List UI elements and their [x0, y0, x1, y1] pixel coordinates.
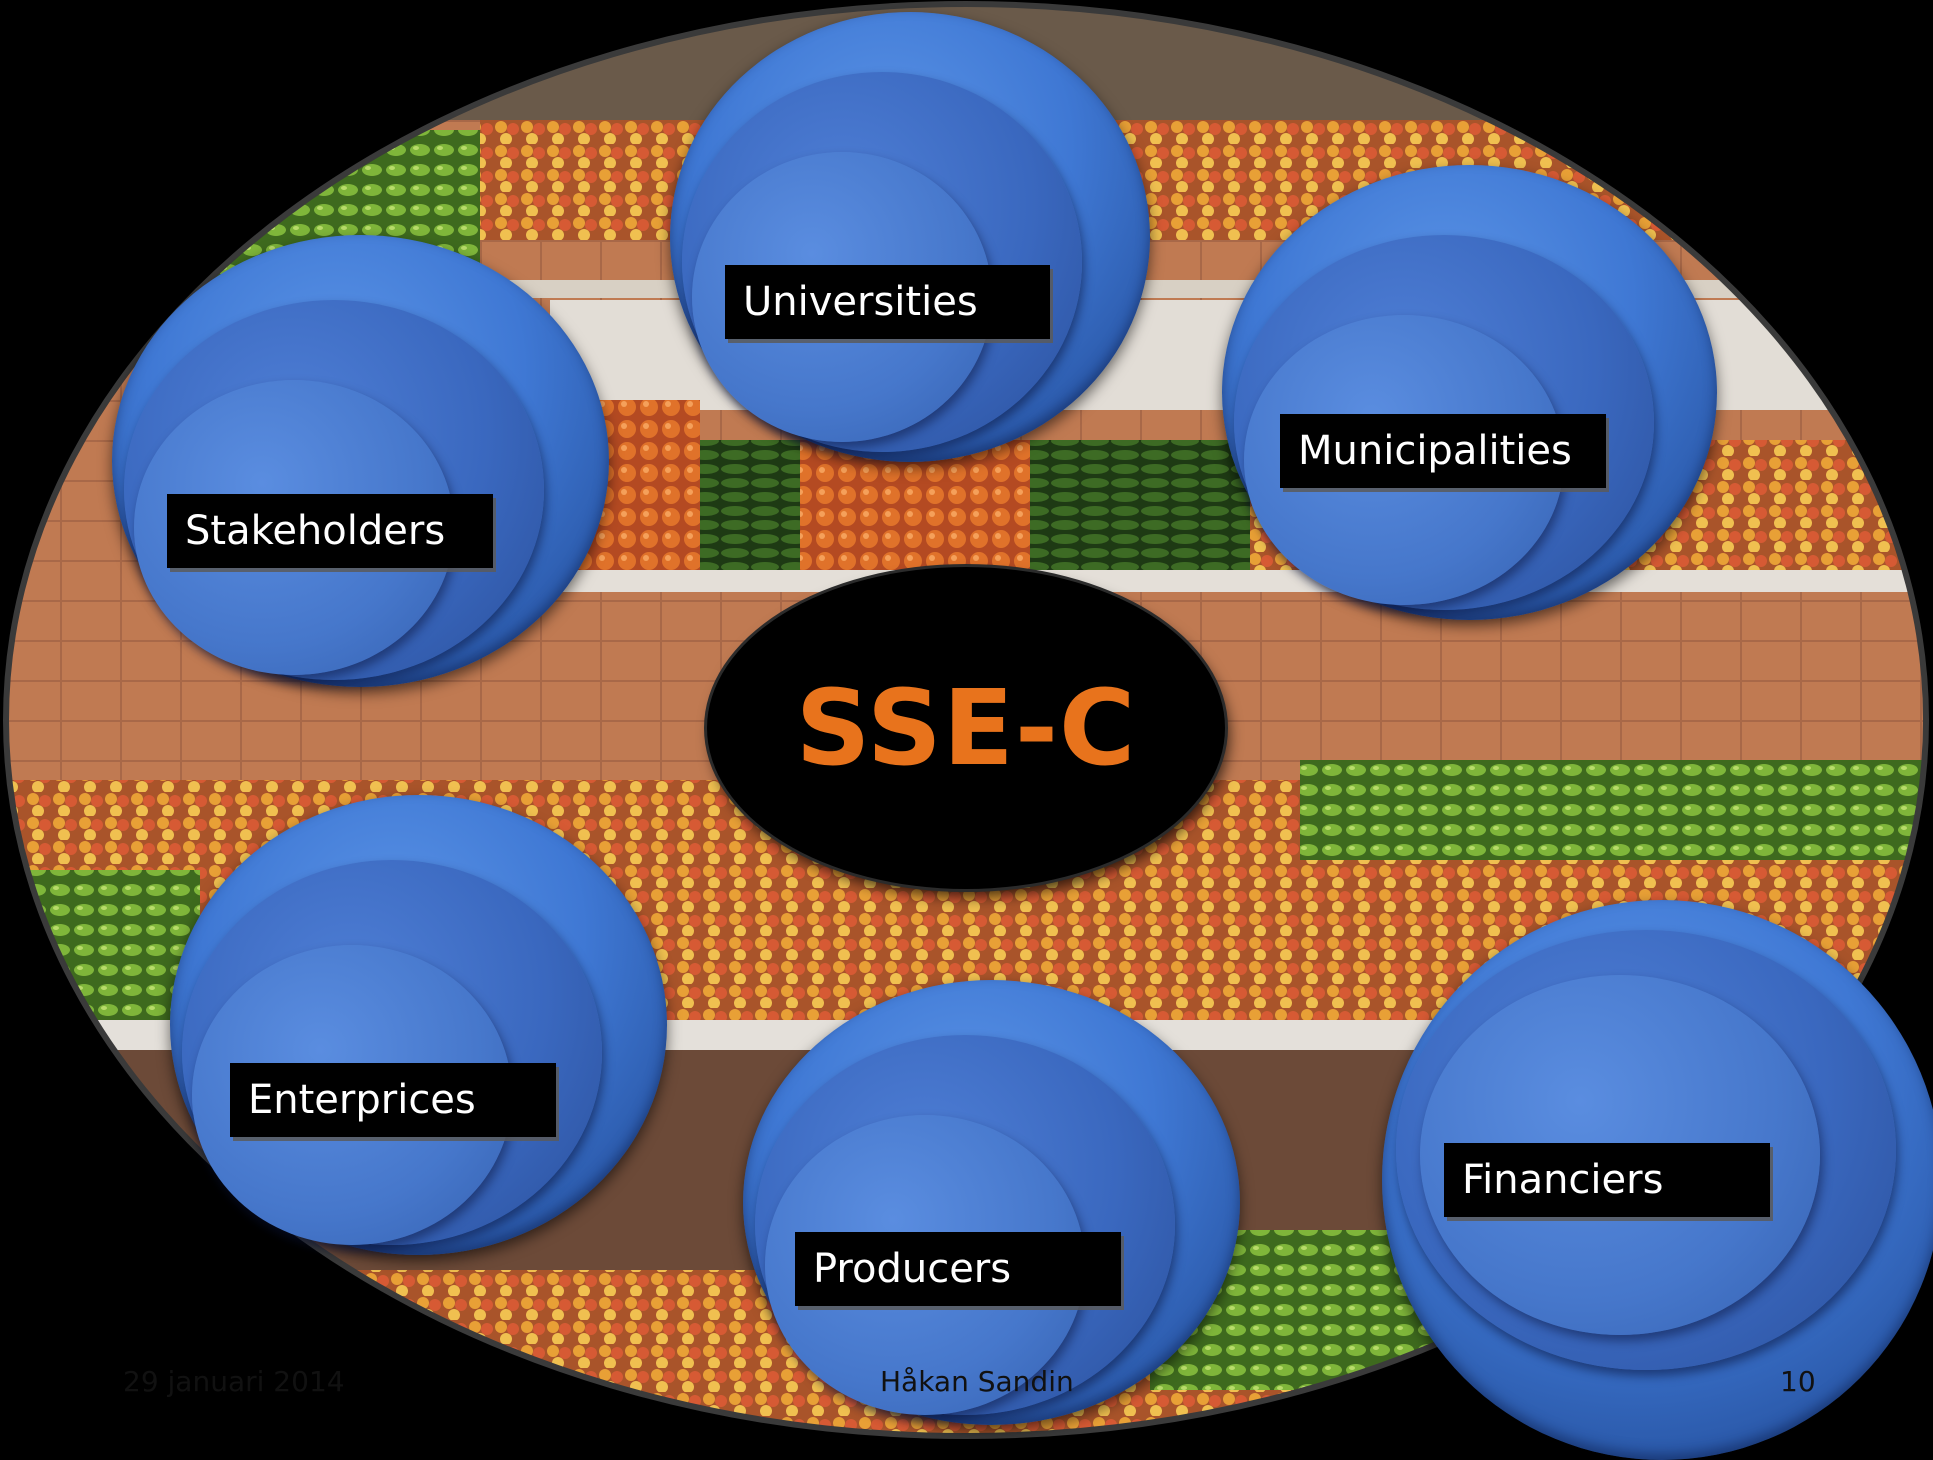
financiers-label: Financiers: [1444, 1143, 1770, 1217]
enterprices-node: [170, 795, 667, 1255]
center-title: SSE-C: [795, 667, 1137, 789]
footer-author: Håkan Sandin: [880, 1365, 1074, 1398]
footer-page-number: 10: [1780, 1365, 1816, 1398]
universities-node: [670, 12, 1150, 462]
enterprices-label: Enterprices: [230, 1063, 556, 1137]
producers-label: Producers: [795, 1232, 1121, 1306]
stakeholders-node: [112, 235, 609, 687]
producers-node: [743, 980, 1240, 1425]
municipalities-node: [1222, 165, 1717, 620]
stakeholders-label: Stakeholders: [167, 494, 493, 568]
center-ellipse: SSE-C: [707, 567, 1225, 889]
footer-date: 29 januari 2014: [123, 1365, 345, 1398]
universities-label: Universities: [725, 265, 1050, 339]
municipalities-label: Municipalities: [1280, 414, 1606, 488]
